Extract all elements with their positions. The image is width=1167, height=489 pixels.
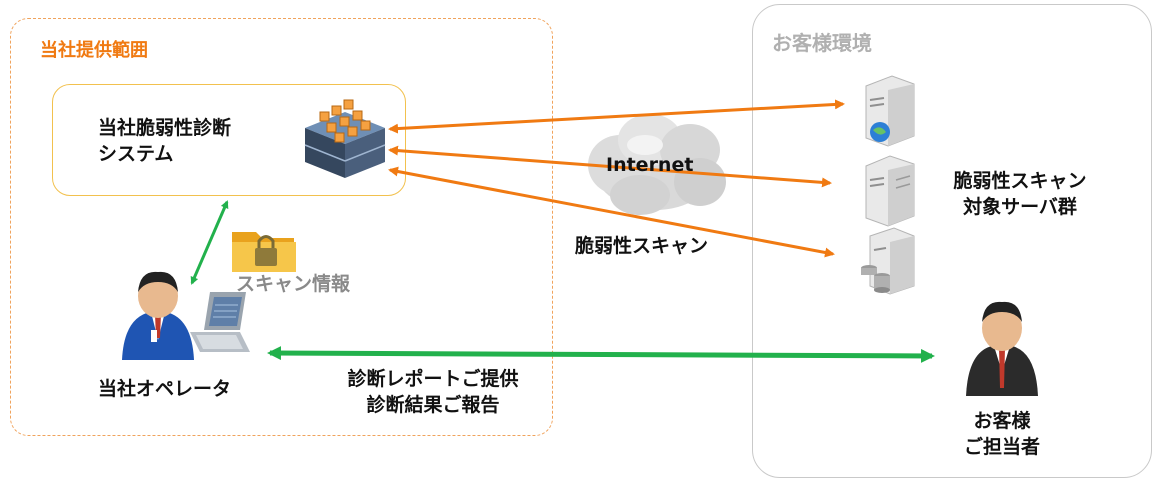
internet-label: Internet — [606, 154, 694, 176]
vulnerability-scanner-appliance-icon — [304, 99, 386, 178]
report-label-line2: 診断結果ご報告 — [366, 394, 500, 416]
customer-label-line2: ご担当者 — [963, 436, 1040, 458]
scan-arrow-db-server — [388, 166, 835, 258]
report-label-line1: 診断レポートご提供 — [347, 368, 519, 390]
customer-label: お客様 ご担当者 — [950, 408, 1054, 460]
server-icon — [865, 155, 915, 227]
database-server-icon — [861, 227, 915, 295]
system-label-line2: システム — [98, 143, 174, 165]
target-servers-label-line1: 脆弱性スキャン — [953, 170, 1087, 192]
target-servers-label: 脆弱性スキャン 対象サーバ群 — [935, 168, 1105, 220]
locked-folder-icon — [232, 232, 296, 272]
vuln-scan-label: 脆弱性スキャン — [575, 235, 709, 257]
target-servers-label-line2: 対象サーバ群 — [963, 196, 1077, 218]
customer-person-icon — [966, 301, 1038, 396]
laptop-icon — [190, 292, 250, 352]
scan-arrow-web-server — [388, 99, 845, 134]
system-label: 当社脆弱性診断 システム — [98, 115, 231, 167]
scan-info-label: スキャン情報 — [236, 273, 351, 295]
customer-label-line1: お客様 — [973, 410, 1031, 432]
system-label-line1: 当社脆弱性診断 — [98, 117, 232, 139]
report-arrow — [267, 346, 935, 363]
report-label: 診断レポートご提供 診断結果ご報告 — [326, 366, 540, 418]
web-server-icon — [865, 75, 915, 147]
company-scope-title: 当社提供範囲 — [40, 40, 148, 61]
operator-person-icon — [122, 271, 194, 360]
operator-system-arrow — [190, 200, 229, 285]
operator-label: 当社オペレータ — [98, 378, 232, 400]
client-environment-title: お客様環境 — [772, 31, 872, 55]
